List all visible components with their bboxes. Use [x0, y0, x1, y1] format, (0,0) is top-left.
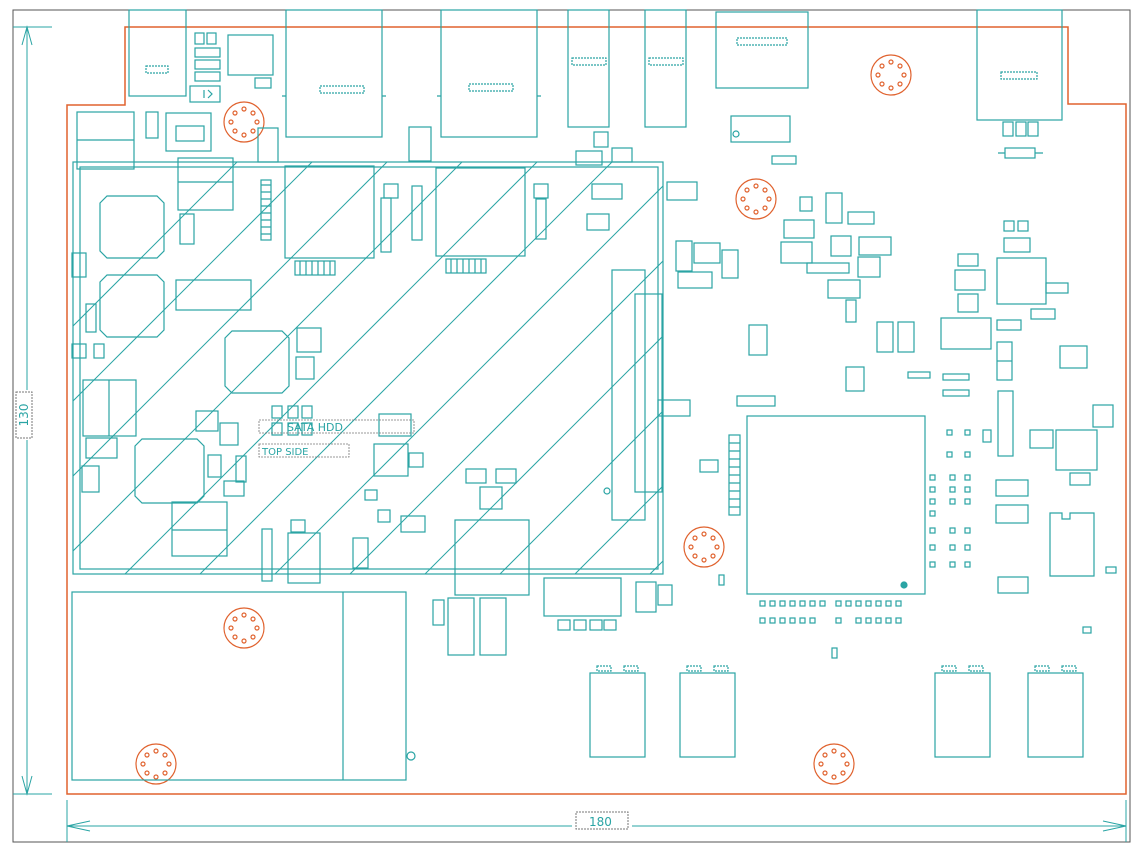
top-side-label: TOP SIDE: [261, 447, 309, 458]
sata-hdd-zone: [72, 161, 664, 575]
connector-label-box: [145, 65, 169, 74]
ic-package: [1049, 512, 1095, 577]
pad-grid: [929, 429, 971, 568]
pad-row: [759, 600, 902, 624]
mounting-hole: [223, 607, 265, 649]
inductor: [134, 438, 205, 504]
board-outline: [66, 26, 1127, 795]
memory-chip: [679, 672, 736, 758]
inductor: [99, 195, 165, 259]
mounting-hole: [870, 54, 912, 96]
connector-power: [976, 9, 1063, 121]
height-dimension-value: 130: [17, 404, 31, 427]
width-dimension-value: 180: [589, 815, 612, 829]
mounting-hole: [135, 743, 177, 785]
module-slot: [71, 591, 407, 781]
width-dimension: [66, 800, 1127, 842]
mounting-hole: [813, 743, 855, 785]
memory-chip: [1027, 672, 1084, 758]
top-side-label-box: [258, 443, 350, 458]
connector-hdmi: [715, 11, 809, 89]
memory-chip: [934, 672, 991, 758]
drawing-frame: [12, 9, 1131, 843]
connector-usb-3: [644, 9, 687, 128]
mounting-hole: [735, 178, 777, 220]
inductor: [99, 274, 165, 338]
connector-usb: [128, 9, 187, 97]
connector-pcie: [611, 269, 646, 521]
sata-hdd-label: SATA HDD: [287, 421, 343, 434]
height-dimension: [13, 25, 52, 796]
connector-row: [128, 9, 1063, 159]
connector-lan-1: [285, 9, 383, 138]
inductor: [224, 330, 290, 394]
connector-lan-2: [440, 9, 538, 138]
mounting-hole: [683, 526, 725, 568]
mounting-hole: [223, 101, 265, 143]
components: [71, 9, 1117, 781]
memory-chip: [589, 672, 646, 758]
soc-chip: [746, 415, 926, 595]
connector-usb-2: [567, 9, 610, 128]
mounting-holes: [135, 54, 912, 785]
